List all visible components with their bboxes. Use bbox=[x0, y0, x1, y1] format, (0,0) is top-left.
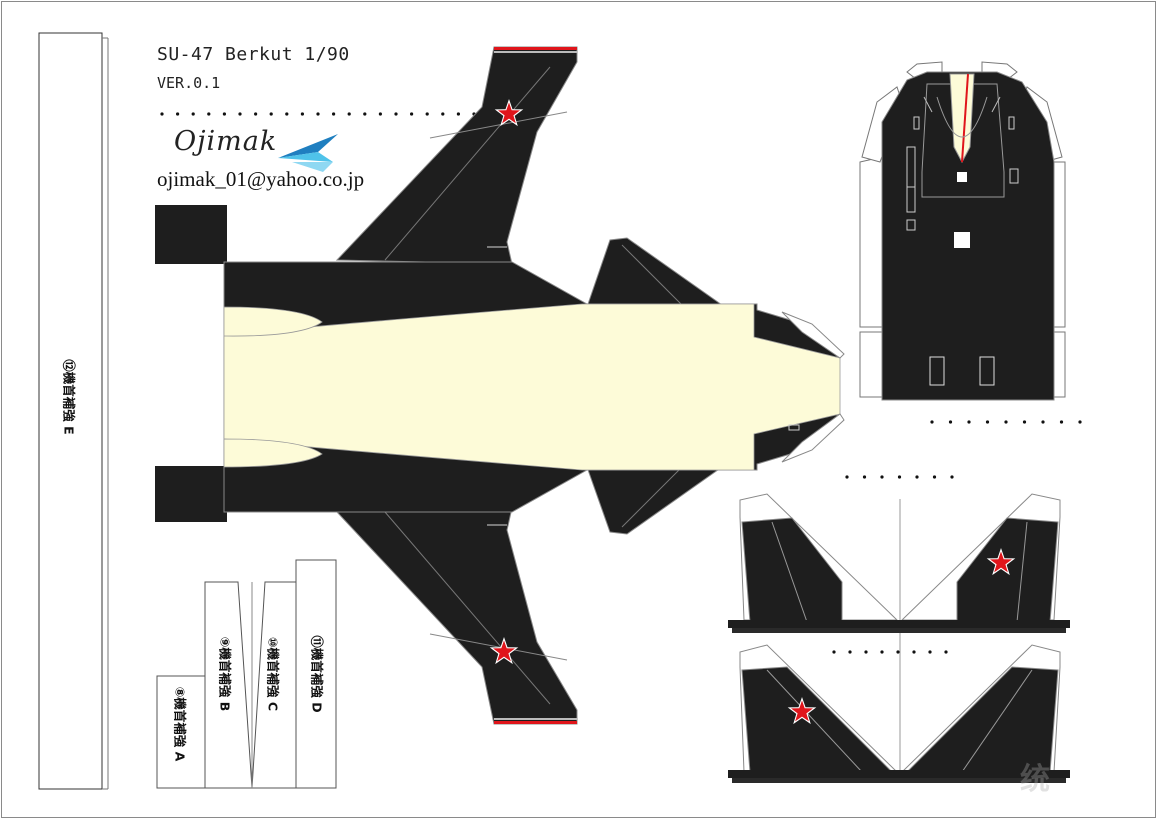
fold-dot bbox=[176, 112, 180, 116]
fold-dot bbox=[845, 475, 849, 479]
fold-dot bbox=[1059, 420, 1064, 424]
fold-dot bbox=[896, 650, 900, 654]
fold-dot bbox=[912, 650, 916, 654]
fold-dot bbox=[948, 420, 953, 424]
cockpit-fuselage-part bbox=[859, 61, 1066, 401]
fold-dot bbox=[950, 475, 954, 479]
fold-dot bbox=[378, 112, 382, 116]
model-title: SU-47 Berkut 1/90 bbox=[157, 44, 350, 65]
watermark: 统 bbox=[1020, 762, 1050, 797]
strip-e-part bbox=[38, 32, 109, 790]
fold-dot bbox=[347, 112, 351, 116]
fold-dot bbox=[928, 650, 932, 654]
fold-dot bbox=[1022, 420, 1027, 424]
strips-a-d bbox=[156, 559, 337, 789]
fold-dot bbox=[967, 420, 971, 424]
brand-name: Ojimak bbox=[174, 126, 278, 157]
fold-dot bbox=[880, 475, 884, 479]
fold-dot bbox=[222, 112, 226, 116]
fold-dot bbox=[394, 112, 398, 116]
fold-dot bbox=[897, 475, 902, 479]
strip-b-label: ⑨機首補強 B bbox=[217, 636, 233, 712]
fold-dot bbox=[1078, 420, 1082, 424]
fold-dot bbox=[864, 650, 868, 654]
fold-dot bbox=[285, 112, 289, 116]
strip-a-label: ⑧機首補強 A bbox=[172, 686, 188, 762]
fold-dot bbox=[160, 112, 164, 116]
fold-dot bbox=[410, 112, 414, 116]
fold-dot bbox=[332, 112, 336, 116]
fold-dot bbox=[832, 650, 836, 654]
ojimak-logo-icon bbox=[278, 134, 338, 172]
fold-dot bbox=[862, 475, 867, 479]
fold-dot bbox=[456, 112, 460, 116]
fold-dot bbox=[269, 112, 273, 116]
fold-dot bbox=[985, 420, 990, 424]
strip-e-label: ⑫機首補強 E bbox=[61, 359, 77, 435]
fold-dot bbox=[238, 112, 242, 116]
fold-dot bbox=[1041, 420, 1045, 424]
wing-stripe-lower bbox=[494, 718, 577, 724]
wing-stripe-upper bbox=[494, 47, 577, 53]
strip-c-label: ⑩機首補強 C bbox=[265, 636, 281, 712]
main-airframe bbox=[155, 46, 845, 725]
fold-dot bbox=[425, 112, 429, 116]
fold-dot bbox=[848, 650, 852, 654]
fold-dot bbox=[944, 650, 948, 654]
vertical-tails-part bbox=[728, 493, 1070, 783]
fold-dot bbox=[254, 112, 258, 116]
fold-dot bbox=[300, 112, 304, 116]
strip-d-label: ⑪機首補強 D bbox=[309, 635, 325, 713]
fold-dot bbox=[915, 475, 919, 479]
contact-email: ojimak_01@yahoo.co.jp bbox=[157, 167, 365, 191]
fold-dot bbox=[207, 112, 211, 116]
fold-dot bbox=[316, 112, 320, 116]
model-version: VER.0.1 bbox=[157, 74, 221, 92]
fold-dot bbox=[441, 112, 445, 116]
fold-dot bbox=[932, 475, 937, 479]
fold-dot bbox=[880, 650, 884, 654]
fold-dot bbox=[1004, 420, 1008, 424]
fold-dot bbox=[191, 112, 195, 116]
fold-dot bbox=[930, 420, 934, 424]
fold-dot bbox=[363, 112, 367, 116]
